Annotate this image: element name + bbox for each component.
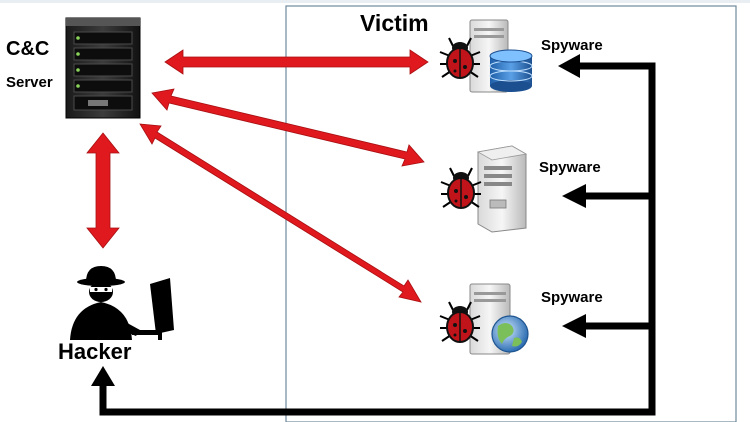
cc-server-icon [65,17,141,119]
hacker-label: Hacker [58,339,132,364]
c2-arrow-desktop [151,88,425,167]
c2-arrow-hacker [86,132,120,249]
victim-database-server [439,19,533,93]
c2-links [86,49,429,303]
return-arrowhead-2 [562,184,586,208]
cc-server-subtitle: Server [6,74,53,91]
cc-server-title: C&C [6,38,50,60]
spyware-label-2: Spyware [539,159,601,176]
return-arrowhead-3 [562,314,586,338]
database-icon [489,49,533,92]
c2-arrow-database [164,49,429,75]
victim-desktop-tower [440,145,528,233]
exfiltration-path [91,54,656,416]
globe-icon [491,315,529,353]
c2-arrow-webserver [139,123,422,303]
victim-zone-title: Victim [360,10,429,36]
return-arrowhead-hacker [91,366,115,386]
spyware-label-3: Spyware [541,289,603,306]
victim-web-server [439,283,529,355]
top-strip [0,0,750,3]
hacker-icon [70,266,174,340]
return-arrowhead-1 [558,54,580,78]
spyware-label-1: Spyware [541,37,603,54]
bug-icon [440,167,482,209]
